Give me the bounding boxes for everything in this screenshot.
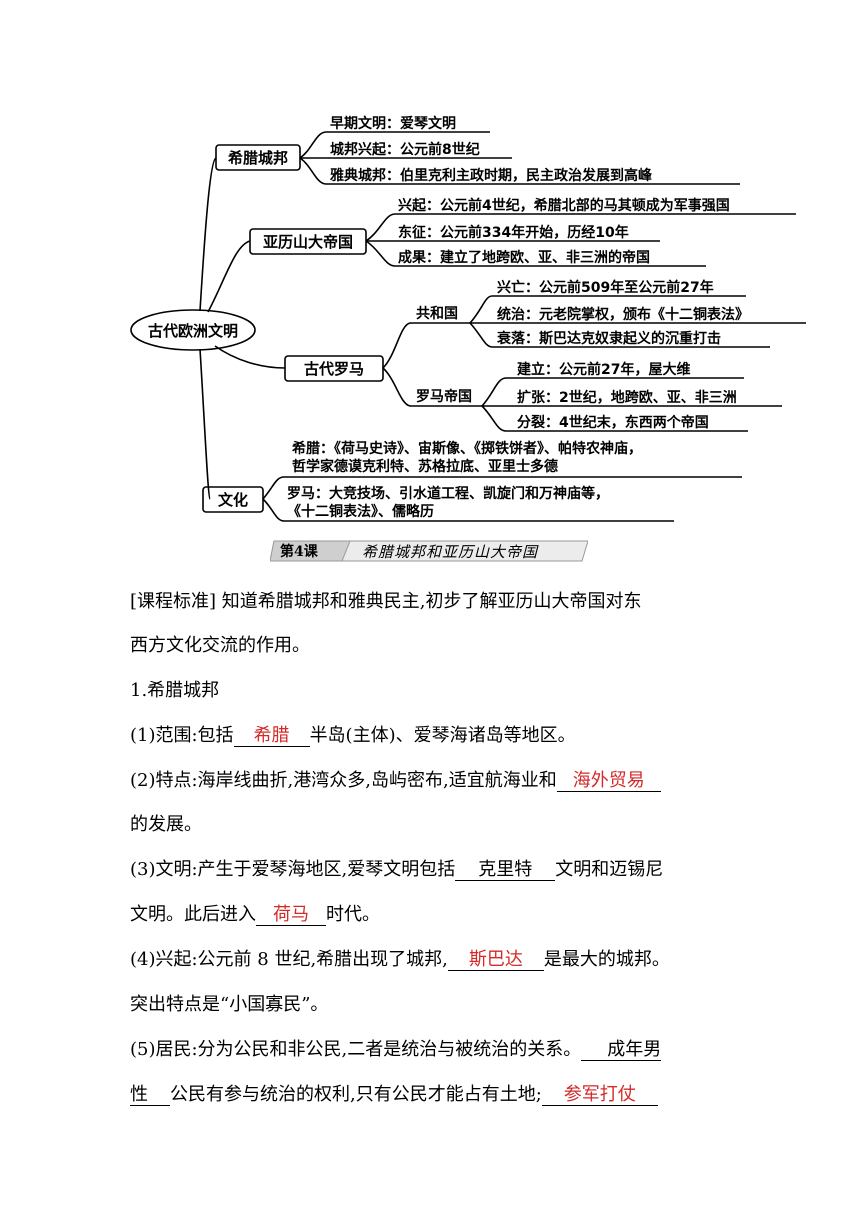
answer-blank[interactable]: 克里特 (455, 860, 556, 881)
text: (3)文明:产生于爱琴海地区,爱琴文明包括 (130, 859, 456, 880)
standard-line-1: [课程标准] 知道希腊城邦和雅典民主,初步了解亚历山大帝国对东 (130, 591, 642, 612)
culture-greece-line: 希腊：《荷马史诗》、宙斯像、《掷铁饼者》、帕特农神庙， (292, 440, 642, 457)
empire-item: 建立：公元前27年，屋大维 (517, 361, 690, 378)
standard-line-2: 西方文化交流的作用。 (130, 635, 310, 656)
text: 半岛(主体)、爱琴海诸岛等地区。 (309, 725, 576, 746)
republic-item: 衰落：斯巴达克奴隶起义的沉重打击 (496, 330, 721, 347)
item-range: (1)范围:包括希腊半岛(主体)、爱琴海诸岛等地区。 (130, 726, 740, 747)
center-node-border (130, 309, 256, 351)
text: (2)特点:海岸线曲折,港湾众多,岛屿密布,适宜航海业和 (130, 770, 557, 791)
item-rise: (4)兴起:公元前 8 世纪,希腊出现了城邦,斯巴达是最大的城邦。 (130, 950, 740, 971)
item-civilization-cont: 文明。此后进入荷马时代。 (130, 905, 740, 926)
text: (5)居民:分为公民和非公民,二者是统治与被统治的关系。 (130, 1039, 582, 1060)
culture-greece-line: 哲学家德谟克利特、苏格拉底、亚里士多德 (292, 458, 558, 475)
text: (4)兴起:公元前 8 世纪,希腊出现了城邦, (130, 949, 448, 970)
text: 文明。此后进入 (130, 904, 256, 925)
mind-map: 古代欧洲文明 希腊城邦 亚历山大帝国 古代罗马 文化 早期文明：爱琴文明 城邦兴… (130, 115, 806, 522)
text: 是最大的城邦。 (543, 949, 670, 970)
rome-republic-label: 共和国 (416, 305, 458, 322)
text: 文明和迈锡尼 (555, 859, 664, 880)
greece-item: 雅典城邦：伯里克利主政时期，民主政治发展到高峰 (330, 167, 653, 184)
answer-blank[interactable]: 荷马 (256, 905, 326, 926)
culture-rome-line: 《十二铜表法》、儒略历 (287, 503, 434, 520)
empire-item: 扩张：2世纪，地跨欧、亚、非三洲 (517, 389, 737, 406)
republic-item: 统治：元老院掌权，颁布《十二铜表法》 (497, 306, 749, 323)
branch-rome-label: 古代罗马 (304, 360, 364, 378)
answer-blank[interactable]: 参军打仗 (541, 1085, 658, 1106)
branch-culture-label: 文化 (218, 491, 248, 509)
item-residents-cont: 性公民有参与统治的权利,只有公民才能占有土地;参军打仗 (130, 1085, 740, 1106)
item-civilization: (3)文明:产生于爱琴海地区,爱琴文明包括克里特文明和迈锡尼 (130, 860, 740, 881)
text: 时代。 (326, 904, 380, 925)
answer-blank[interactable]: 成年男 (581, 1040, 662, 1061)
alexander-item: 成果：建立了地跨欧、亚、非三洲的帝国 (398, 249, 650, 266)
section-heading: 1.希腊城邦 (130, 680, 220, 701)
empire-item: 分裂：4世纪末，东西两个帝国 (517, 414, 709, 431)
answer-blank[interactable]: 斯巴达 (447, 950, 544, 971)
answer-blank[interactable]: 希腊 (233, 726, 310, 747)
greece-item: 城邦兴起：公元前8世纪 (330, 141, 480, 158)
branch-alexander-label: 亚历山大帝国 (263, 233, 353, 251)
lesson-title: 希腊城邦和亚历山大帝国 (362, 543, 539, 561)
alexander-item: 兴起：公元前4世纪，希腊北部的马其顿成为军事强国 (398, 197, 730, 214)
answer-blank[interactable]: 性 (130, 1085, 170, 1106)
center-node-label: 古代欧洲文明 (148, 322, 238, 340)
rome-empire-label: 罗马帝国 (416, 388, 472, 405)
text: (1)范围:包括 (130, 725, 234, 746)
item-feature-cont: 的发展。 (130, 814, 202, 835)
lesson-number: 第4课 (280, 544, 318, 560)
item-feature: (2)特点:海岸线曲折,港湾众多,岛屿密布,适宜航海业和海外贸易 (130, 771, 740, 792)
branch-greece-label: 希腊城邦 (228, 149, 288, 167)
item-residents: (5)居民:分为公民和非公民,二者是统治与被统治的关系。成年男 (130, 1040, 740, 1061)
greece-item: 早期文明：爱琴文明 (330, 115, 456, 132)
lesson-banner: 第4课 希腊城邦和亚历山大帝国 (270, 538, 588, 564)
item-rise-cont: 突出特点是“小国寡民”。 (130, 994, 329, 1015)
alexander-item: 东征：公元前334年开始，历经10年 (398, 224, 629, 241)
culture-rome-line: 罗马：大竞技场、引水道工程、凯旋门和万神庙等， (287, 485, 609, 502)
text: 公民有参与统治的权利,只有公民才能占有土地; (170, 1084, 542, 1105)
republic-item: 兴亡：公元前509年至公元前27年 (497, 279, 714, 296)
answer-blank[interactable]: 海外贸易 (556, 771, 661, 792)
